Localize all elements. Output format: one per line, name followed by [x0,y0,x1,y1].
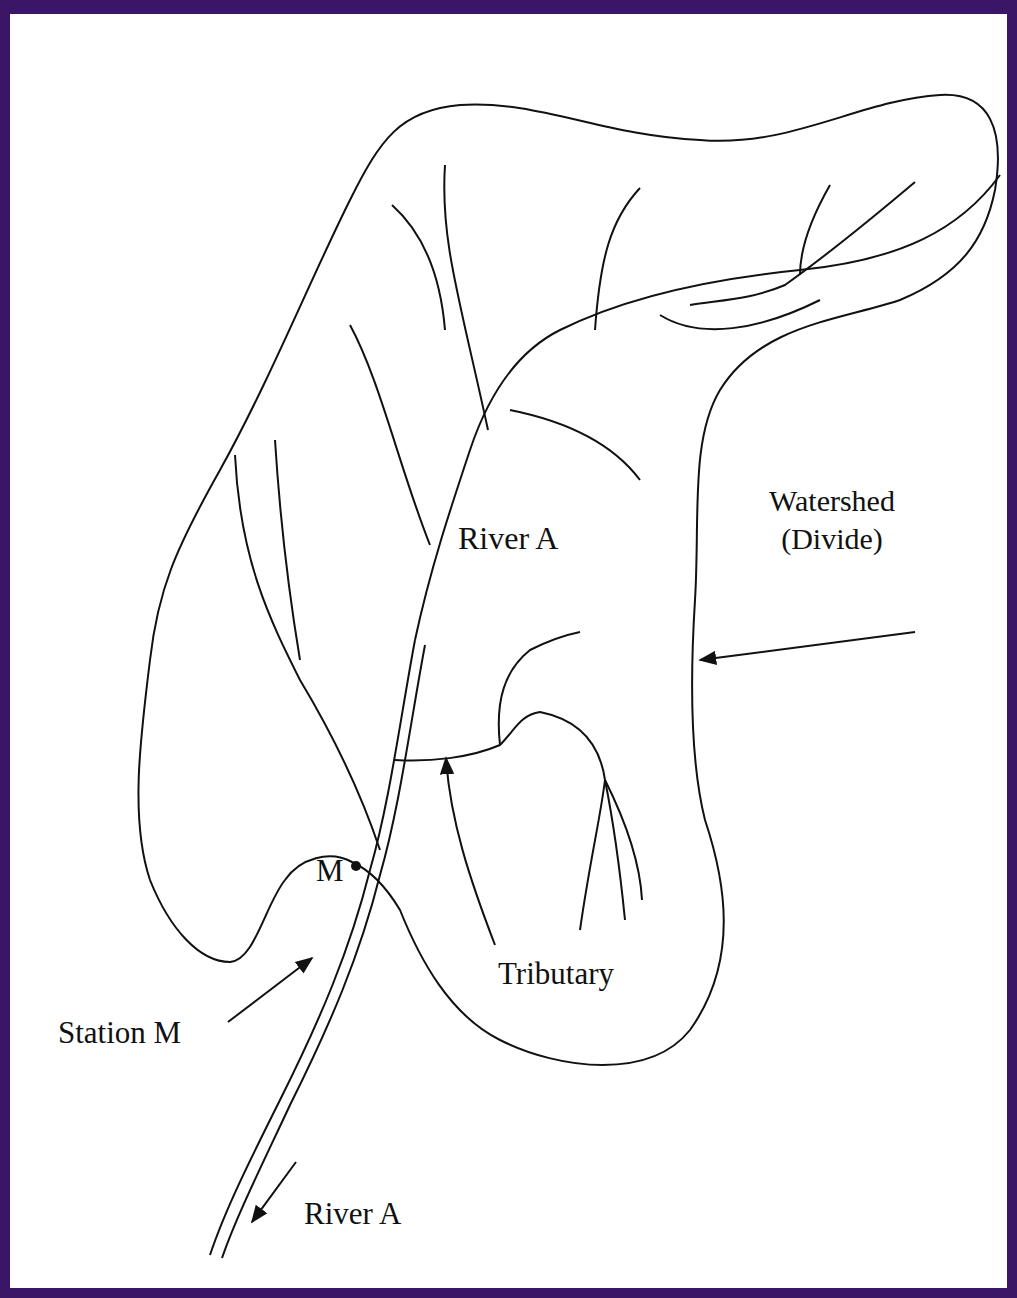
flow-arrow [252,1162,296,1222]
station-dot [351,861,361,871]
watershed-divide [138,95,997,1065]
tributary-stream [499,632,580,745]
map-label: Tributary [498,955,614,994]
stream [800,185,830,275]
stream [690,182,915,305]
river-bank [222,645,425,1258]
divide-label: Watershed (Divide) [742,482,922,557]
station-label: Station M [58,1014,181,1053]
pointer-arrow [700,632,915,660]
stream [235,455,380,850]
station-label: M [316,852,344,891]
river-bank [210,640,415,1255]
white-ground [10,14,1007,1288]
stream [350,325,430,545]
stream [392,205,445,330]
map-label: River A [458,518,558,558]
tributary-stream [605,780,642,900]
stream [444,165,488,430]
river-main-stem [415,175,1000,640]
stream [595,188,640,330]
stream [275,440,300,660]
pointer-arrow [228,958,312,1022]
map-label: River A [304,1195,401,1234]
stream [510,410,640,480]
pointer-arrow [446,758,495,945]
stream [660,300,820,329]
